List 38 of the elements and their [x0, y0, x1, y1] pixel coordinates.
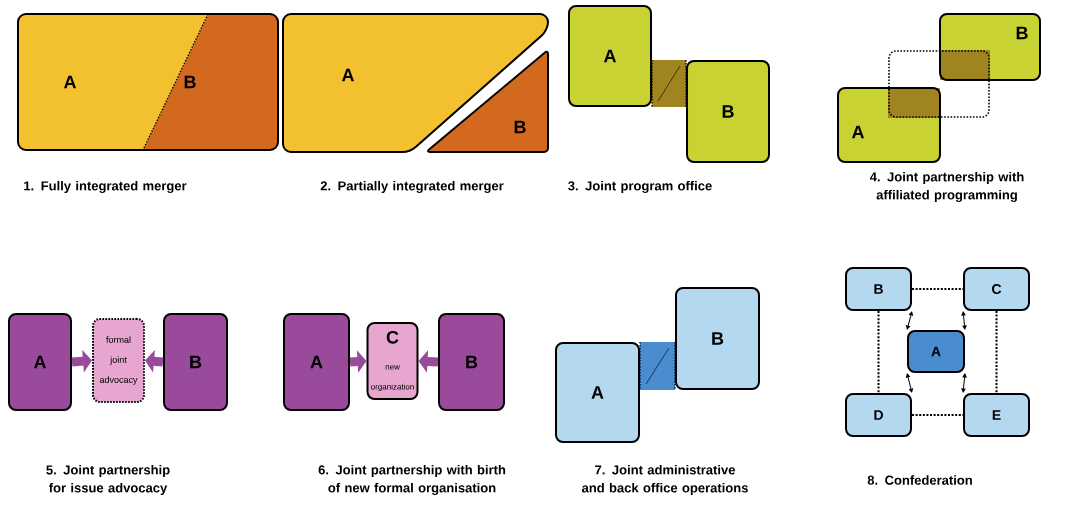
new-organization-box: C new organization	[366, 322, 419, 400]
organization-box: C	[963, 267, 1030, 311]
organization-box: B	[845, 267, 912, 311]
caption: 3. Joint program office	[568, 180, 712, 194]
organization-box: A	[8, 313, 72, 411]
caption: 2. Partially integrated merger	[320, 180, 504, 194]
organization-box: A	[283, 313, 350, 411]
shared-office-square	[651, 59, 687, 108]
organization-box: B	[686, 60, 770, 163]
organization-box: D	[845, 393, 912, 437]
arrow	[905, 373, 914, 393]
arrow	[906, 311, 913, 330]
merged-region: B	[427, 50, 549, 153]
organization-box: B	[163, 313, 228, 411]
arrow	[961, 311, 967, 330]
arrow	[961, 373, 967, 393]
caption: 4. Joint partnership with affiliated programming	[869, 171, 1024, 203]
organization-box: A	[907, 330, 965, 373]
dotted-connector	[911, 288, 964, 290]
organization-box: B	[438, 313, 505, 411]
dotted-outline-box	[888, 50, 990, 118]
caption: 6. Joint partnership with birth of new formal organisation	[318, 464, 506, 496]
caption: 7. Joint administrative and back office operations	[581, 464, 748, 496]
organization-box: A	[568, 5, 652, 107]
dotted-connector	[911, 414, 964, 416]
advocacy-box: formal joint advocacy	[92, 318, 145, 403]
organization-box: A	[555, 342, 640, 443]
organization-box: E	[963, 393, 1030, 437]
caption: 1. Fully integrated merger	[24, 180, 187, 194]
dotted-connector	[877, 310, 880, 394]
shared-office-square	[639, 341, 676, 391]
organization-box: B	[675, 287, 760, 390]
caption: 5. Joint partnership for issue advocacy	[46, 464, 170, 496]
organization-box: A	[837, 87, 941, 163]
caption: 8. Confederation	[867, 475, 972, 485]
merged-region: B	[143, 14, 278, 150]
organization-box: B	[939, 13, 1041, 81]
dotted-connector	[995, 310, 998, 394]
